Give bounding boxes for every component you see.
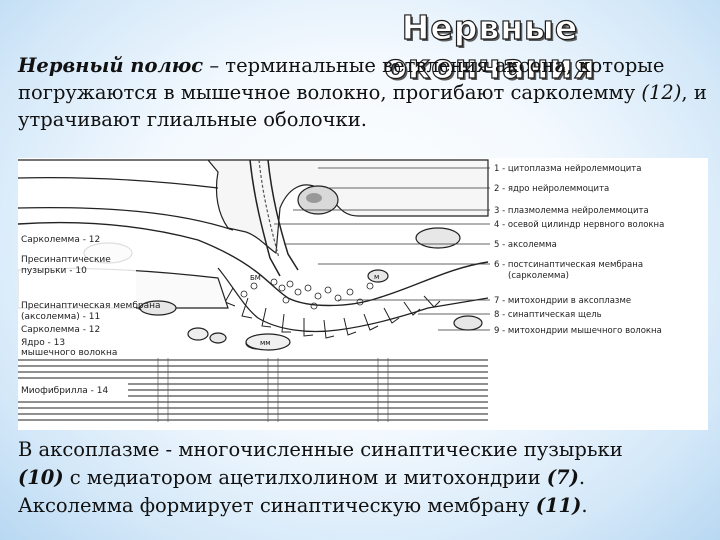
bottom-number-7: (7) bbox=[547, 466, 579, 489]
bottom-text-2: с медиатором ацетилхолином и митохондрии bbox=[64, 466, 547, 489]
bottom-number-10: (10) bbox=[18, 466, 64, 489]
neuromuscular-diagram: Сарколемма - 12 Пресинаптические пузырьк… bbox=[18, 158, 708, 430]
bottom-number-11: (11) bbox=[536, 494, 582, 517]
left-muscle-top bbox=[18, 178, 218, 188]
right-label-3: 3 - плазмолемма нейролеммоцита bbox=[494, 206, 649, 216]
diagram-svg: Сарколемма - 12 Пресинаптические пузырьк… bbox=[18, 158, 708, 430]
right-label-6b: (сарколемма) bbox=[508, 271, 569, 281]
right-label-5: 5 - аксолемма bbox=[494, 240, 557, 250]
label-presyn-membrane-2: (аксолемма) - 11 bbox=[21, 312, 100, 322]
right-mitochondrion bbox=[416, 228, 460, 248]
label-nucleus-2: мышечного волокна bbox=[21, 348, 117, 358]
label-presyn-vesicles-2: пузырьки - 10 bbox=[21, 266, 87, 276]
right-label-9: 9 - митохондрии мышечного волокна bbox=[494, 326, 662, 336]
bottom-paragraph: В аксоплазме - многочисленные синаптичес… bbox=[18, 436, 708, 520]
bottom-text-4: Аксолемма формирует синаптическую мембра… bbox=[18, 494, 536, 517]
right-label-7: 7 - митохондрии в аксоплазме bbox=[494, 296, 631, 306]
label-myofibril: Миофибрилла - 14 bbox=[21, 386, 108, 396]
right-label-2: 2 - ядро нейролеммоцита bbox=[494, 184, 609, 194]
intro-term: Нервный полюс bbox=[18, 54, 203, 77]
bottom-text-5: . bbox=[581, 494, 587, 517]
right-label-1: 1 - цитоплазма нейролеммоцита bbox=[494, 164, 641, 174]
left-label-backdrop bbox=[18, 230, 136, 354]
label-nucleus-1: Ядро - 13 bbox=[21, 338, 65, 348]
bottom-line-1: В аксоплазме - многочисленные синаптичес… bbox=[18, 436, 708, 464]
label-sarcolemma-bottom: Сарколемма - 12 bbox=[21, 325, 100, 335]
label-m: м bbox=[374, 273, 379, 281]
right-label-4: 4 - осевой цилиндр нервного волокна bbox=[494, 220, 664, 230]
bottom-text-1: В аксоплазме - многочисленные синаптичес… bbox=[18, 438, 623, 461]
bottom-line-2: (10) с медиатором ацетилхолином и митохо… bbox=[18, 464, 708, 492]
bottom-text-3: . bbox=[579, 466, 585, 489]
right-label-6: 6 - постсинаптическая мембрана bbox=[494, 260, 643, 270]
intro-paragraph: Нервный полюс – терминальные ветвления а… bbox=[18, 52, 708, 133]
label-presyn-membrane-1: Пресинаптическая мембрана bbox=[21, 301, 161, 311]
label-sarcolemma-top: Сарколемма - 12 bbox=[21, 235, 100, 245]
label-mm: мм bbox=[260, 339, 271, 347]
right-mitochondrion-2 bbox=[454, 316, 482, 330]
right-label-8: 8 - синаптическая щель bbox=[494, 310, 602, 320]
label-presyn-vesicles-1: Пресинаптические bbox=[21, 255, 111, 265]
bottom-line-3: Аксолемма формирует синаптическую мембра… bbox=[18, 492, 708, 520]
label-bm: БМ bbox=[250, 274, 261, 282]
intro-number: (12) bbox=[641, 81, 681, 104]
right-labels: 1 - цитоплазма нейролеммоцита 2 - ядро н… bbox=[494, 164, 664, 336]
